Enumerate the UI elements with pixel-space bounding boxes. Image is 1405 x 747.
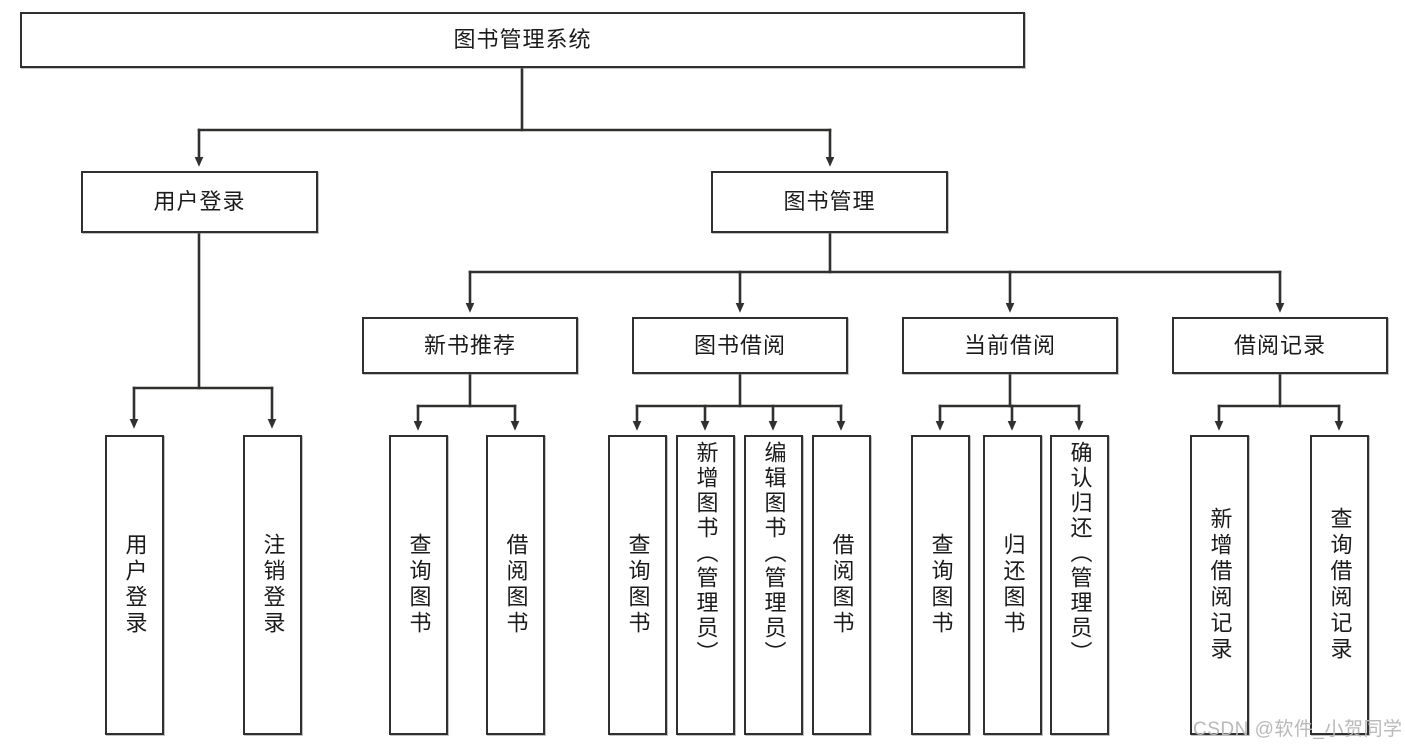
leaf-user-login[interactable]: 用户登录	[105, 435, 164, 735]
node-label: 查询图书	[406, 533, 432, 637]
node-label: 归还图书	[1000, 533, 1026, 637]
leaf-edit-book-admin[interactable]: 编辑图书（管理员）	[744, 435, 803, 735]
node-label: 查询借阅记录	[1327, 507, 1353, 663]
node-borrow-record[interactable]: 借阅记录	[1172, 317, 1388, 374]
leaf-logout[interactable]: 注销登录	[243, 435, 302, 735]
node-label: 借阅图书	[503, 533, 529, 637]
node-label: 当前借阅	[963, 332, 1056, 358]
leaf-return-book[interactable]: 归还图书	[983, 435, 1042, 735]
leaf-add-book-admin[interactable]: 新增图书（管理员）	[676, 435, 735, 735]
node-label: 新增借阅记录	[1207, 507, 1233, 663]
node-label: 新书推荐	[423, 332, 516, 358]
node-label: 图书借阅	[693, 332, 786, 358]
leaf-query-book-borrow[interactable]: 查询图书	[608, 435, 667, 735]
leaf-confirm-return-admin[interactable]: 确认归还（管理员）	[1050, 435, 1109, 735]
node-label: 用户登录	[122, 533, 148, 637]
node-label: 查询图书	[928, 533, 954, 637]
csdn-watermark: CSDN @软件_小贺同学	[1193, 719, 1403, 740]
node-book-management[interactable]: 图书管理	[711, 171, 948, 233]
node-label: 图书管理	[783, 189, 876, 215]
leaf-add-borrow-record[interactable]: 新增借阅记录	[1190, 435, 1249, 735]
node-label: 图书管理系统	[453, 27, 592, 53]
node-new-book-recommend[interactable]: 新书推荐	[362, 317, 578, 374]
node-label: 查询图书	[625, 533, 651, 637]
node-label: 注销登录	[260, 533, 286, 637]
node-book-borrow[interactable]: 图书借阅	[632, 317, 848, 374]
node-root-book-management-system[interactable]: 图书管理系统	[20, 12, 1025, 68]
node-label: 用户登录	[153, 189, 246, 215]
node-label: 编辑图书（管理员）	[761, 441, 787, 666]
leaf-borrow-book-recommend[interactable]: 借阅图书	[486, 435, 545, 735]
leaf-query-book-recommend[interactable]: 查询图书	[389, 435, 448, 735]
node-label: 借阅记录	[1233, 332, 1326, 358]
node-label: 借阅图书	[829, 533, 855, 637]
node-label: 确认归还（管理员）	[1067, 441, 1093, 666]
leaf-query-book-current[interactable]: 查询图书	[911, 435, 970, 735]
node-label: 新增图书（管理员）	[693, 441, 719, 666]
leaf-query-borrow-record[interactable]: 查询借阅记录	[1310, 435, 1369, 735]
node-user-login[interactable]: 用户登录	[81, 171, 318, 233]
node-current-borrow[interactable]: 当前借阅	[902, 317, 1118, 374]
leaf-borrow-book[interactable]: 借阅图书	[812, 435, 871, 735]
